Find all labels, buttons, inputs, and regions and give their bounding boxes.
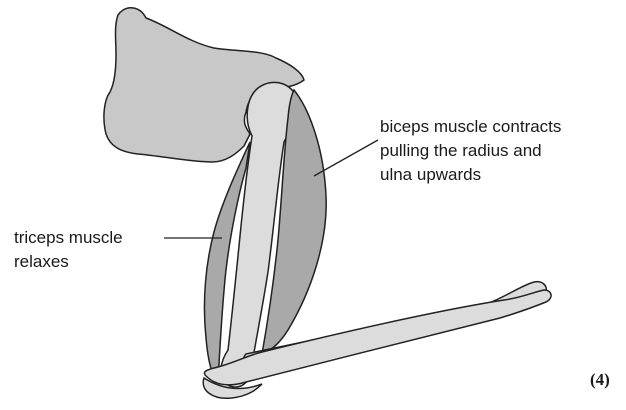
biceps-label-line-1: biceps muscle contracts <box>380 115 561 139</box>
biceps-leader-line <box>314 140 378 176</box>
biceps-label-line-3: ulna upwards <box>380 163 561 187</box>
marks-label: (4) <box>590 370 610 390</box>
triceps-label-line-1: triceps muscle <box>14 226 123 250</box>
triceps-label-line-2: relaxes <box>14 250 123 274</box>
biceps-label-line-2: pulling the radius and <box>380 139 561 163</box>
triceps-label: triceps muscle relaxes <box>14 226 123 274</box>
biceps-label: biceps muscle contracts pulling the radi… <box>380 115 561 187</box>
